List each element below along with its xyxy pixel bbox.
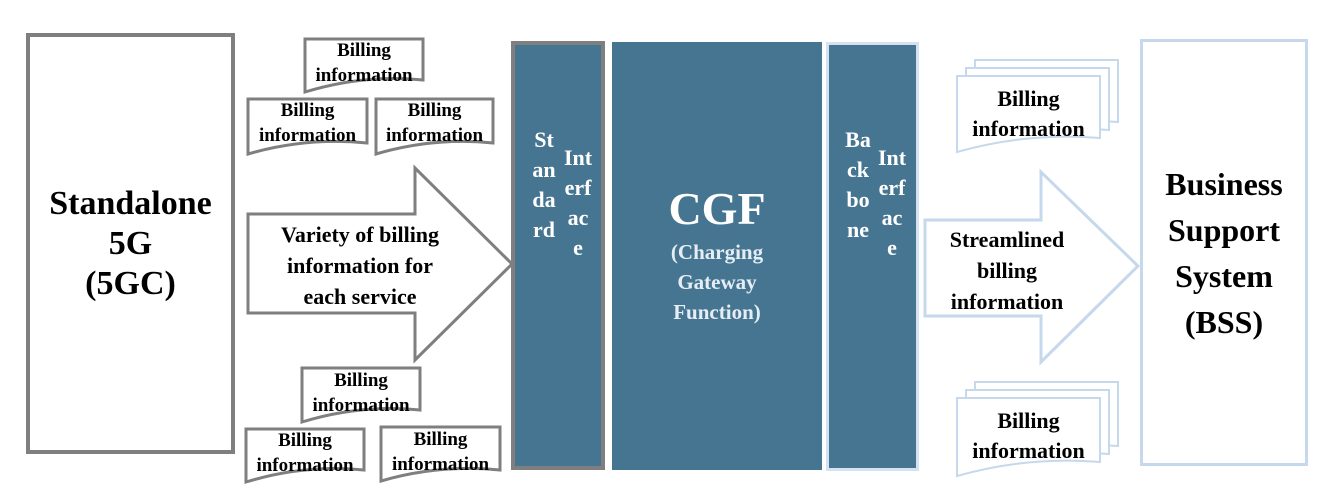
stack-top-line-1: Billing — [997, 86, 1060, 111]
note-bottom-1-line-1: Billing — [334, 370, 388, 391]
doc-note-top-2 — [246, 97, 369, 156]
doc-note-bottom-3 — [379, 425, 502, 483]
streamlined-arrow-line-3: information — [950, 289, 1064, 314]
note-bottom-2-label: Billing information — [246, 428, 364, 478]
note-bottom-1-label: Billing information — [302, 368, 420, 418]
backbone-interface-column: Backbone Interface — [826, 42, 919, 471]
note-bottom-3-label: Billing information — [381, 427, 500, 477]
bss-line-1: Business — [1165, 165, 1283, 202]
note-bottom-3-line-2: information — [391, 454, 490, 475]
stack-top-line-2: information — [972, 116, 1085, 141]
standalone-5g-box: Standalone 5G (5GC) — [26, 33, 235, 454]
note-bottom-2-line-2: information — [256, 455, 354, 476]
note-bottom-2-line-1: Billing — [278, 430, 332, 451]
variety-arrow-label: Variety of billing information for each … — [252, 219, 468, 312]
doc-note-bottom-2 — [244, 427, 366, 485]
interface-vertical-label-1: Interface — [563, 145, 593, 260]
doc-note-bottom-1 — [300, 366, 422, 425]
note-top-1-label: Billing information — [305, 38, 423, 88]
doc-stack-top — [956, 59, 1119, 154]
cgf-subtitle-line-3: Function) — [673, 300, 761, 324]
variety-arrow-line-3: each service — [303, 284, 417, 309]
bss-line-2: Support — [1167, 211, 1281, 248]
note-top-3-line-1: Billing — [407, 100, 462, 121]
note-top-1-line-2: information — [315, 65, 413, 86]
stack-bottom-line-1: Billing — [997, 408, 1060, 433]
bss-line-3: System — [1175, 257, 1273, 294]
variety-arrow-line-2: information for — [286, 253, 434, 278]
note-top-2-line-1: Billing — [280, 100, 335, 121]
standard-vertical-label: Standard — [532, 127, 556, 242]
note-bottom-1-line-2: information — [312, 395, 410, 416]
standalone-5g-line-3: (5GC) — [85, 264, 176, 302]
stack-bottom-label: Billing information — [957, 406, 1100, 466]
note-bottom-3-line-1: Billing — [413, 429, 468, 450]
streamlined-arrow-line-1: Streamlined — [949, 227, 1065, 252]
streamlined-arrow-label: Streamlined billing information — [931, 224, 1083, 317]
doc-note-top-3 — [374, 97, 495, 157]
standalone-5g-line-2: 5G — [108, 224, 153, 262]
stack-bottom-line-2: information — [972, 438, 1085, 463]
note-top-1-line-1: Billing — [337, 40, 391, 61]
variety-arrow — [246, 164, 515, 364]
note-top-3-line-2: information — [385, 125, 484, 146]
standard-interface-column: Standard Interface — [511, 41, 605, 470]
cgf-subtitle-line-2: Gateway — [677, 270, 757, 294]
cgf-block — [612, 42, 822, 470]
doc-note-top-1 — [303, 37, 425, 95]
interface-vertical-label-2: Interface — [877, 145, 907, 260]
cgf-title: CGF — [668, 183, 766, 234]
doc-stack-bottom — [956, 381, 1119, 478]
streamlined-arrow-line-2: billing — [977, 258, 1037, 283]
bss-line-4: (BSS) — [1184, 303, 1264, 340]
stack-top-label: Billing information — [957, 84, 1100, 144]
bss-box: Business Support System (BSS) — [1140, 39, 1308, 466]
note-top-3-label: Billing information — [376, 98, 493, 148]
note-top-2-label: Billing information — [248, 98, 367, 148]
variety-arrow-line-1: Variety of billing — [280, 222, 440, 247]
streamlined-arrow — [923, 168, 1141, 366]
standalone-5g-line-1: Standalone — [49, 184, 212, 222]
backbone-vertical-label: Backbone — [845, 127, 871, 242]
cgf-subtitle-line-1: (Charging — [670, 240, 764, 264]
note-top-2-line-2: information — [258, 125, 357, 146]
cgf-subtitle: (Charging Gateway Function) — [612, 237, 822, 327]
